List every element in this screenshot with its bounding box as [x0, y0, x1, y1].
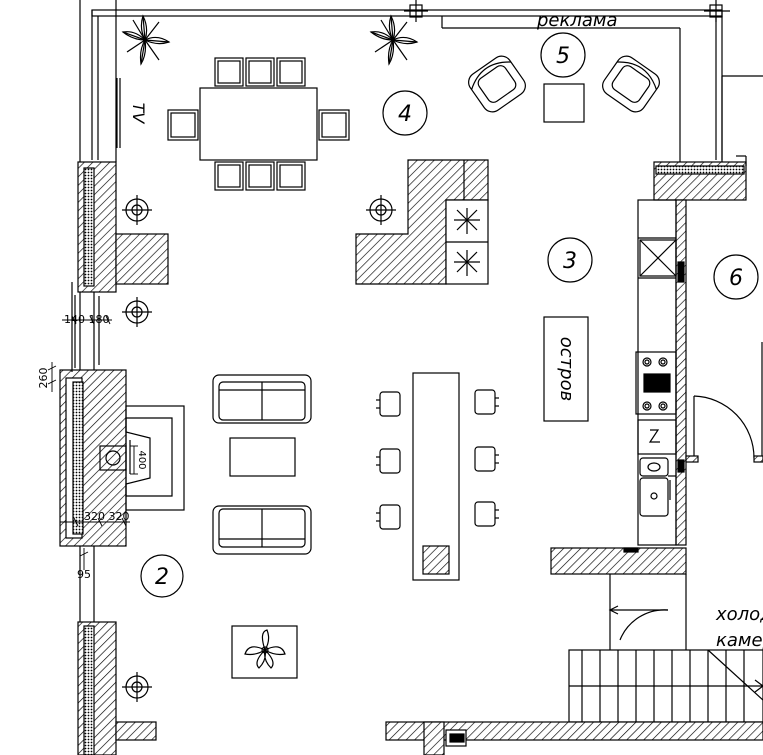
lounge-armchairs: [468, 55, 660, 123]
room-number-6: 6: [729, 266, 743, 291]
stairs: [568, 649, 763, 723]
dining-table: [199, 87, 318, 161]
sofa-bottom: [212, 505, 312, 555]
dim-260: 260: [37, 368, 50, 389]
dim-320-320: 320 320: [84, 510, 130, 523]
dining-chairs: [167, 57, 350, 191]
room-numbers: 2 3 4 5 6: [155, 44, 743, 590]
dim-95: 95: [77, 568, 91, 581]
kitchen-island: [412, 316, 589, 581]
dim-400: 400: [136, 450, 147, 469]
plan-labels: реклама TV остров холод камер: [129, 10, 763, 651]
door-room-6: [685, 342, 763, 463]
advert-label: реклама: [536, 10, 618, 31]
dimension-lines: [47, 315, 138, 570]
kitchen-counter: [635, 199, 677, 546]
lower-right-wall: [550, 547, 687, 650]
bottom-wall: [115, 721, 763, 755]
left-wall: [59, 0, 127, 755]
top-wall: [91, 0, 763, 162]
room-number-4: 4: [398, 102, 412, 127]
cold-room-label-2: камер: [716, 630, 763, 651]
coffee-table: [229, 437, 296, 477]
cold-room-label-1: холод: [715, 604, 763, 625]
ceiling-lights: [122, 195, 396, 702]
room-number-3: 3: [563, 249, 577, 274]
right-upper-wall: [653, 155, 747, 546]
fireplace: [99, 405, 185, 511]
dimension-texts: 140 180 260 400 320 320 95: [37, 313, 147, 581]
island-label: остров: [556, 337, 577, 401]
left-window-strip: [71, 282, 100, 372]
tv-unit: [116, 78, 121, 148]
dim-140-180: 140 180: [64, 313, 110, 326]
vent-shafts: [454, 208, 480, 276]
sofa-top: [212, 374, 312, 424]
room-number-circles: [140, 32, 759, 598]
tv-label: TV: [129, 103, 148, 125]
plant-icon: [121, 14, 419, 679]
bar-stools: [376, 389, 499, 530]
room-number-5: 5: [556, 44, 570, 69]
room-number-2: 2: [155, 565, 169, 590]
